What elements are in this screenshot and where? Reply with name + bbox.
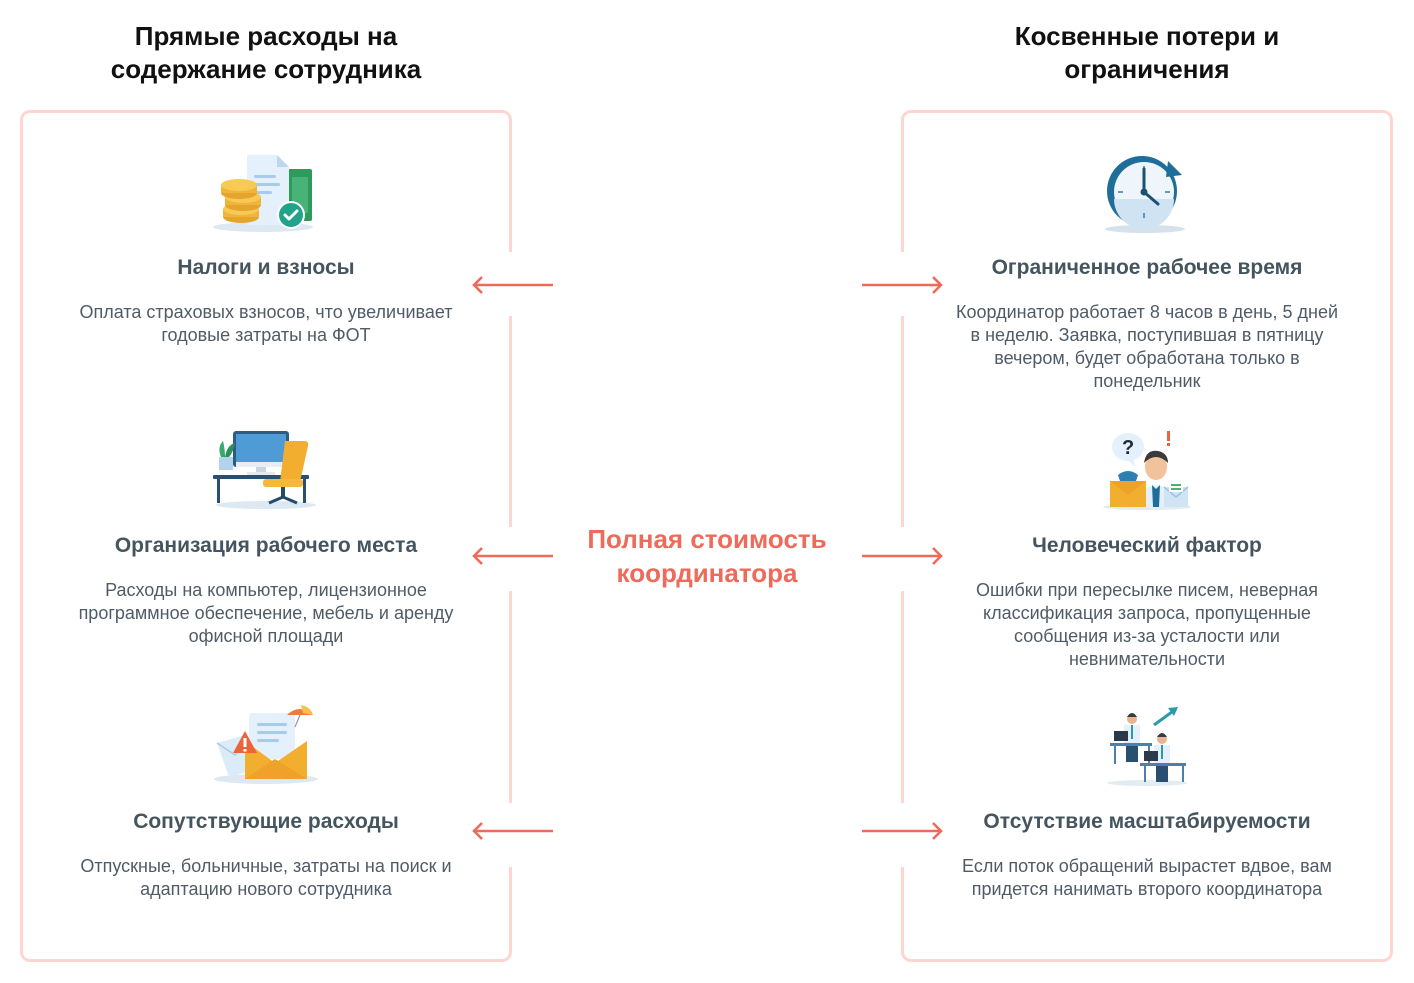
border-gap (898, 527, 907, 591)
border-gap (506, 527, 515, 591)
center-label-line1: Полная стоимость (587, 524, 827, 554)
indirect-losses-box: Ограниченное рабочее время Координатор р… (898, 110, 1393, 962)
arrow-right-icon (862, 547, 943, 565)
loss-item-limited-time: Ограниченное рабочее время Координатор р… (904, 151, 1390, 393)
loss-item-human-factor: ? Человеческий фактор Ошибки при пересыл… (904, 427, 1390, 671)
center-label-line2: координатора (616, 558, 798, 588)
arrow-right-icon (862, 822, 943, 840)
item-title: Отсутствие масштабируемости (983, 810, 1311, 833)
right-header-line1: Косвенные потери и (1014, 21, 1280, 51)
arrow-left-icon (472, 822, 553, 840)
item-title: Человеческий фактор (1032, 534, 1262, 557)
right-column-header: Косвенные потери и ограничения (901, 20, 1393, 86)
arrow-right-icon (862, 276, 943, 294)
envelope-warning-umbrella-icon (214, 705, 318, 784)
left-header-line2: содержание сотрудника (110, 54, 422, 84)
cost-item-related: Сопутствующие расходы Отпускные, больнич… (23, 703, 509, 901)
clock-refresh-icon (1105, 156, 1185, 233)
border-gap (898, 803, 907, 867)
item-title: Организация рабочего места (114, 534, 418, 557)
arrow-left-icon (472, 276, 553, 294)
svg-text:?: ? (1122, 437, 1134, 459)
item-description: Ошибки при пересылке писем, неверная кла… (975, 580, 1319, 669)
direct-costs-box: Налоги и взносы Оплата страховых взносов… (20, 110, 515, 962)
workplace-desk-computer-chair-icon (213, 431, 316, 509)
item-description: Отпускные, больничные, затраты на поиск … (80, 856, 452, 899)
coins-document-check-icon (213, 155, 313, 232)
item-description: Оплата страховых взносов, что увеличивае… (79, 302, 453, 345)
item-title: Налоги и взносы (177, 256, 355, 279)
people-working-growth-icon (1107, 707, 1187, 786)
confused-person-mail-icon: ? (1103, 431, 1191, 510)
right-header-line2: ограничения (1064, 54, 1230, 84)
loss-item-no-scalability: Отсутствие масштабируемости Если поток о… (904, 703, 1390, 901)
item-description: Координатор работает 8 часов в день, 5 д… (955, 302, 1339, 391)
left-column-header: Прямые расходы на содержание сотрудника (20, 20, 512, 86)
cost-item-taxes: Налоги и взносы Оплата страховых взносов… (23, 151, 509, 347)
item-description: Расходы на компьютер, лицензионное прогр… (78, 580, 454, 646)
arrow-left-icon (472, 547, 553, 565)
item-title: Сопутствующие расходы (133, 810, 399, 833)
item-title: Ограниченное рабочее время (991, 256, 1303, 279)
total-cost-label: Полная стоимость координатора (556, 522, 858, 590)
cost-item-workplace: Организация рабочего места Расходы на ко… (23, 427, 509, 648)
border-gap (506, 803, 515, 867)
item-description: Если поток обращений вырастет вдвое, вам… (962, 856, 1332, 899)
left-header-line1: Прямые расходы на (134, 21, 398, 51)
